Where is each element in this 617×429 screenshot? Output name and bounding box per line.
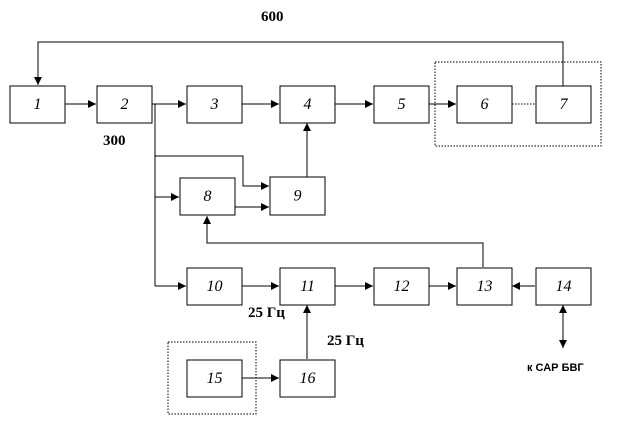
label-300: 300 — [103, 133, 126, 149]
wire-7-to-1 — [34, 41, 564, 86]
label-25hz-a: 25 Гц — [248, 305, 285, 321]
block-15-label: 15 — [207, 370, 223, 387]
block-6-label: 6 — [481, 96, 489, 113]
block-9: 9 — [269, 176, 326, 216]
block-14-label: 14 — [556, 278, 572, 295]
label-25hz-b: 25 Гц — [327, 333, 364, 349]
block-10: 10 — [186, 267, 243, 306]
block-15: 15 — [186, 359, 243, 398]
group-box-6-7 — [434, 61, 602, 147]
block-12: 12 — [373, 267, 430, 306]
block-3-label: 3 — [210, 96, 219, 113]
block-2: 2 — [96, 85, 153, 124]
block-11: 11 — [279, 267, 336, 306]
wire-2-to-9 — [155, 155, 269, 190]
block-16-label: 16 — [300, 370, 316, 387]
label-output: к САР БВГ — [527, 362, 584, 374]
connections — [34, 41, 567, 382]
block-3: 3 — [186, 85, 243, 124]
block-11-label: 11 — [300, 278, 315, 295]
block-6: 6 — [456, 85, 513, 124]
block-5: 5 — [373, 85, 430, 124]
block-1-label: 1 — [34, 96, 42, 113]
block-2-label: 2 — [121, 96, 129, 113]
block-10-label: 10 — [207, 278, 223, 295]
wire-13-to-8 — [203, 216, 484, 267]
block-12-label: 12 — [394, 278, 410, 295]
block-4: 4 — [279, 85, 336, 124]
block-4-label: 4 — [304, 96, 312, 113]
block-16: 16 — [279, 359, 336, 398]
block-9-label: 9 — [294, 188, 302, 205]
label-600: 600 — [261, 9, 284, 25]
block-7: 7 — [535, 85, 592, 124]
block-13: 13 — [456, 267, 513, 306]
block-7-label: 7 — [560, 96, 569, 113]
block-5-label: 5 — [398, 96, 406, 113]
block-14: 14 — [535, 267, 592, 306]
block-8-label: 8 — [204, 188, 212, 205]
block-1: 1 — [9, 85, 66, 124]
block-8: 8 — [179, 177, 236, 216]
block-13-label: 13 — [477, 278, 493, 295]
